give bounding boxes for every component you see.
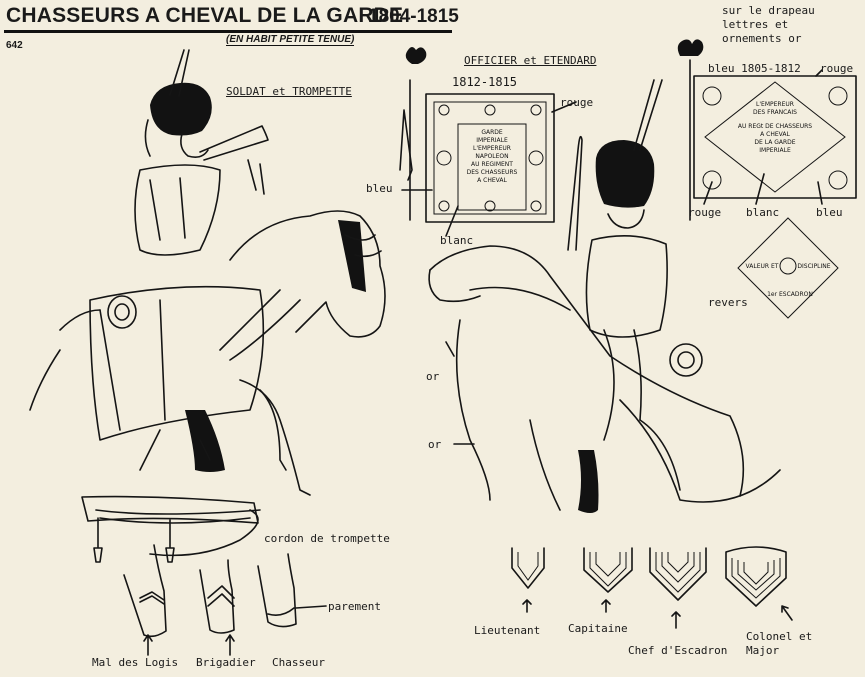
etendard-rouge-label: rouge <box>560 96 594 109</box>
eagle-finial <box>405 47 427 64</box>
trumpet-instrument <box>199 125 269 161</box>
trumpet-cord-drawing <box>81 495 261 563</box>
officer-horse-head <box>429 245 745 497</box>
flag-1805-1812: L'EMPEREUR DES FRANCAIS AU REGt DE CHASS… <box>677 39 857 319</box>
flag-1805-line-4: A CHEVAL <box>760 131 790 138</box>
left-horse <box>29 210 386 496</box>
etendard-line-5: AU REGIMENT <box>471 161 513 168</box>
chevron-brigadier-label: Brigadier <box>196 656 256 669</box>
chevron-mal-des-logis-label: Mal des Logis <box>92 656 179 669</box>
page-number: 642 <box>6 40 23 51</box>
or-pointer-1 <box>445 341 455 357</box>
section-officier-etendard: OFFICIER et ETENDARD <box>464 54 597 67</box>
chevron-chasseur-label: Chasseur <box>272 656 325 669</box>
page-years: 1804-1815 <box>368 6 459 27</box>
flag-1805-lozenge <box>704 81 846 193</box>
horse-front-leg <box>239 379 311 496</box>
horse-head <box>229 210 386 338</box>
epaulette-capitaine-label: Capitaine <box>568 622 628 635</box>
etendard-bleu-label: bleu <box>366 182 393 195</box>
etendard-line-4: NAPOLEON <box>475 153 508 160</box>
flag-1805-bleu-year: bleu 1805-1812 <box>708 62 801 75</box>
rouge-pointer <box>551 101 577 113</box>
officer-plume <box>633 79 663 151</box>
trumpeter-face <box>180 133 209 158</box>
revers-bottom-text: 1er ESCADRON <box>767 291 813 298</box>
etendard-line-6: DES CHASSEURS <box>467 169 518 176</box>
subtitle: (EN HABIT PETITE TENUE) <box>226 34 355 46</box>
flag-1805-line-5: DE LA GARDE <box>754 139 795 146</box>
busby-hat <box>150 82 212 136</box>
revers-right-text: DISCIPLINE <box>797 263 830 270</box>
page-title: CHASSEURS A CHEVAL DE LA GARDE <box>6 4 404 27</box>
flag-1805-rouge-top: rouge <box>820 62 854 75</box>
etendard-line-1: GARDE <box>481 129 503 136</box>
flag-1805-line-1: L'EMPEREUR <box>756 101 794 108</box>
plume <box>169 49 190 97</box>
etendard-line-3: L'EMPEREUR <box>473 145 511 152</box>
right-horse <box>428 245 781 511</box>
etendard-line-2: IMPERIALE <box>476 137 508 144</box>
flag-revers-lozenge <box>737 217 839 319</box>
flag-1805-eagle <box>677 39 704 56</box>
flag-1805-rouge-bottom: rouge <box>688 206 722 219</box>
officer-busby <box>595 140 655 208</box>
parement-pointer <box>295 605 327 609</box>
officer-shabraque <box>619 399 781 503</box>
flag-1805-line-3: AU REGt DE CHASSEURS <box>738 123 812 130</box>
flag-1805-bleu-bottom: bleu <box>816 206 843 219</box>
bridle <box>338 220 366 292</box>
flag-1805-line-6: IMPERIALE <box>759 147 791 154</box>
officer-body <box>585 235 668 338</box>
or-label-1: or <box>426 370 440 383</box>
title-rule <box>4 30 452 33</box>
trumpeter-body <box>134 164 221 256</box>
trumpeter-figure <box>89 49 269 472</box>
epaulette-colonel-major-label: Colonel et Major <box>746 630 813 657</box>
shabraque <box>89 285 265 441</box>
etendard-border <box>425 93 555 223</box>
etendard-ornaments <box>436 104 544 212</box>
officer-boot <box>578 450 599 513</box>
sleeve-mal-des-logis <box>123 544 167 638</box>
officier-years: 1812-1815 <box>452 75 518 89</box>
etendard-center <box>457 123 527 211</box>
etendard-1812: GARDE IMPERIALE L'EMPEREUR NAPOLEON AU R… <box>399 47 577 237</box>
epaulette-chef-escadron-label: Chef d'Escadron <box>628 644 728 657</box>
epaulette-colonel-major <box>725 546 787 607</box>
epaulette-lieutenant <box>511 547 545 589</box>
trumpeter-boot <box>185 410 225 472</box>
sleeve-chasseur <box>257 553 297 628</box>
flag-1805-line-2: DES FRANCAIS <box>753 109 797 116</box>
or-label-2: or <box>428 438 442 451</box>
revers-left-text: VALEUR ET <box>746 263 779 270</box>
etendard-blanc-label: blanc <box>440 234 474 247</box>
epaulettes <box>511 546 793 629</box>
officer-figure <box>567 79 703 513</box>
sleeve-chevrons <box>123 544 327 656</box>
officer-horse-leg <box>529 419 561 511</box>
flag-1805-blanc: blanc <box>746 206 780 219</box>
section-soldat-trompette: SOLDAT et TROMPETTE <box>226 85 352 98</box>
epaulette-chef-escadron <box>649 547 707 601</box>
blanc-pointer <box>445 205 459 237</box>
flag-1805-border <box>693 75 857 199</box>
cordon-trompette-label: cordon de trompette <box>264 532 390 545</box>
officer-saber <box>567 135 583 251</box>
etendard-line-7: A CHEVAL <box>477 177 507 184</box>
parement-label: parement <box>328 600 381 613</box>
epaulette-capitaine <box>583 547 633 593</box>
revers-label: revers <box>708 296 748 309</box>
drapeau-note: sur le drapeau lettres et ornements or <box>722 4 815 45</box>
sleeve-brigadier <box>199 559 235 634</box>
portmanteau <box>669 343 703 377</box>
epaulette-lieutenant-label: Lieutenant <box>474 624 541 637</box>
